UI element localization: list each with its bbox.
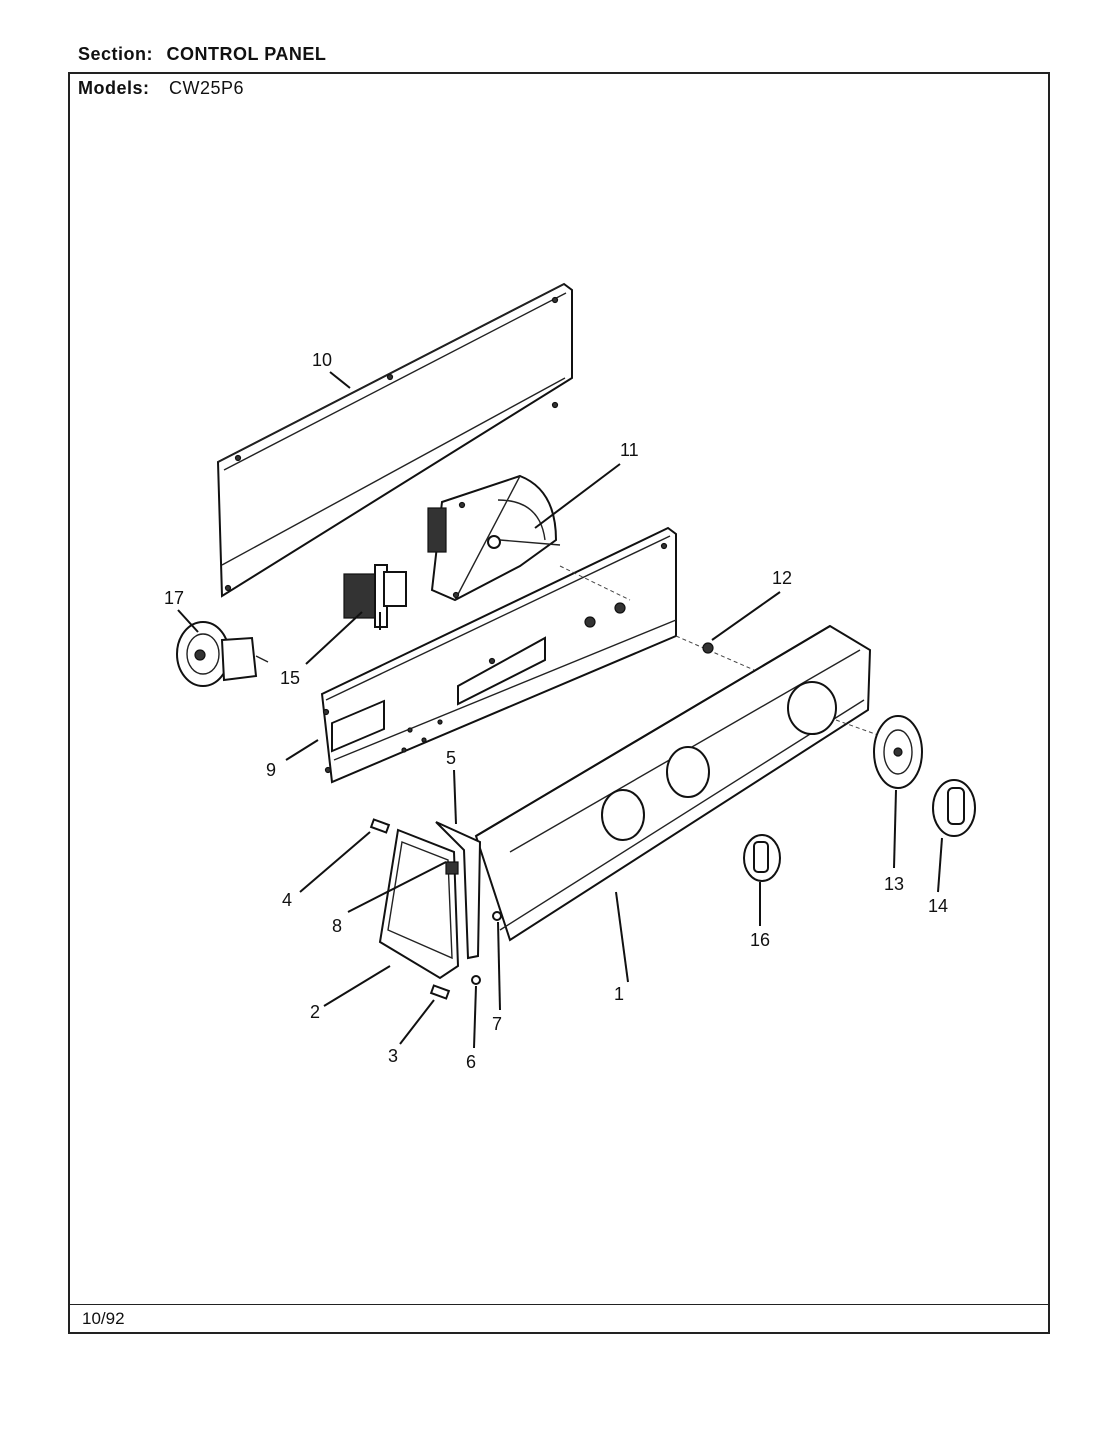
footer-date: 10/92 [82, 1309, 125, 1328]
part-3-clip [429, 984, 451, 1000]
part-6-screw [471, 975, 481, 985]
part-10-rear-panel [216, 282, 573, 598]
part-15-switch [343, 564, 407, 630]
callout-17: 17 [164, 588, 184, 608]
callout-9: 9 [266, 760, 276, 780]
callout-6: 6 [466, 1052, 476, 1072]
models-label: Models: [78, 78, 150, 98]
callout-13: 13 [884, 874, 904, 894]
callout-5: 5 [446, 748, 456, 768]
part-11-timer [427, 474, 561, 602]
part-4-clip [369, 818, 391, 834]
part-9-console-panel [320, 526, 801, 784]
callout-12: 12 [772, 568, 792, 588]
callout-1: 1 [614, 984, 624, 1004]
section-value: CONTROL PANEL [166, 44, 327, 64]
callout-8: 8 [332, 916, 342, 936]
part-14-knob [932, 779, 976, 837]
callout-10: 10 [312, 350, 332, 370]
part-2-end-bracket [378, 828, 460, 980]
footer-rule [68, 1304, 1050, 1305]
callout-7: 7 [492, 1014, 502, 1034]
part-5-end-cap [435, 821, 482, 960]
part-1-front-panel [474, 624, 893, 942]
part-7-screw [492, 911, 502, 921]
section-label: Section: [78, 44, 154, 64]
section-header: Section: CONTROL PANEL [78, 44, 326, 65]
leader-lines [177, 371, 943, 1049]
callout-14: 14 [928, 896, 948, 916]
models-value: CW25P6 [169, 78, 245, 98]
callout-2: 2 [310, 1002, 320, 1022]
models-header: Models: CW25P6 [78, 78, 244, 99]
callout-3: 3 [388, 1046, 398, 1066]
callout-labels: 1 2 3 4 5 6 7 8 9 10 11 12 13 14 15 16 1… [164, 350, 948, 1072]
callout-16: 16 [750, 930, 770, 950]
part-17-water-level-switch [176, 621, 269, 687]
part-13-knob-skirt [873, 715, 923, 789]
part-12-screw [702, 642, 714, 654]
part-16-knob [743, 834, 781, 882]
callout-15: 15 [280, 668, 300, 688]
callout-4: 4 [282, 890, 292, 910]
diagram-frame [68, 72, 1050, 1334]
callout-11: 11 [620, 440, 639, 460]
